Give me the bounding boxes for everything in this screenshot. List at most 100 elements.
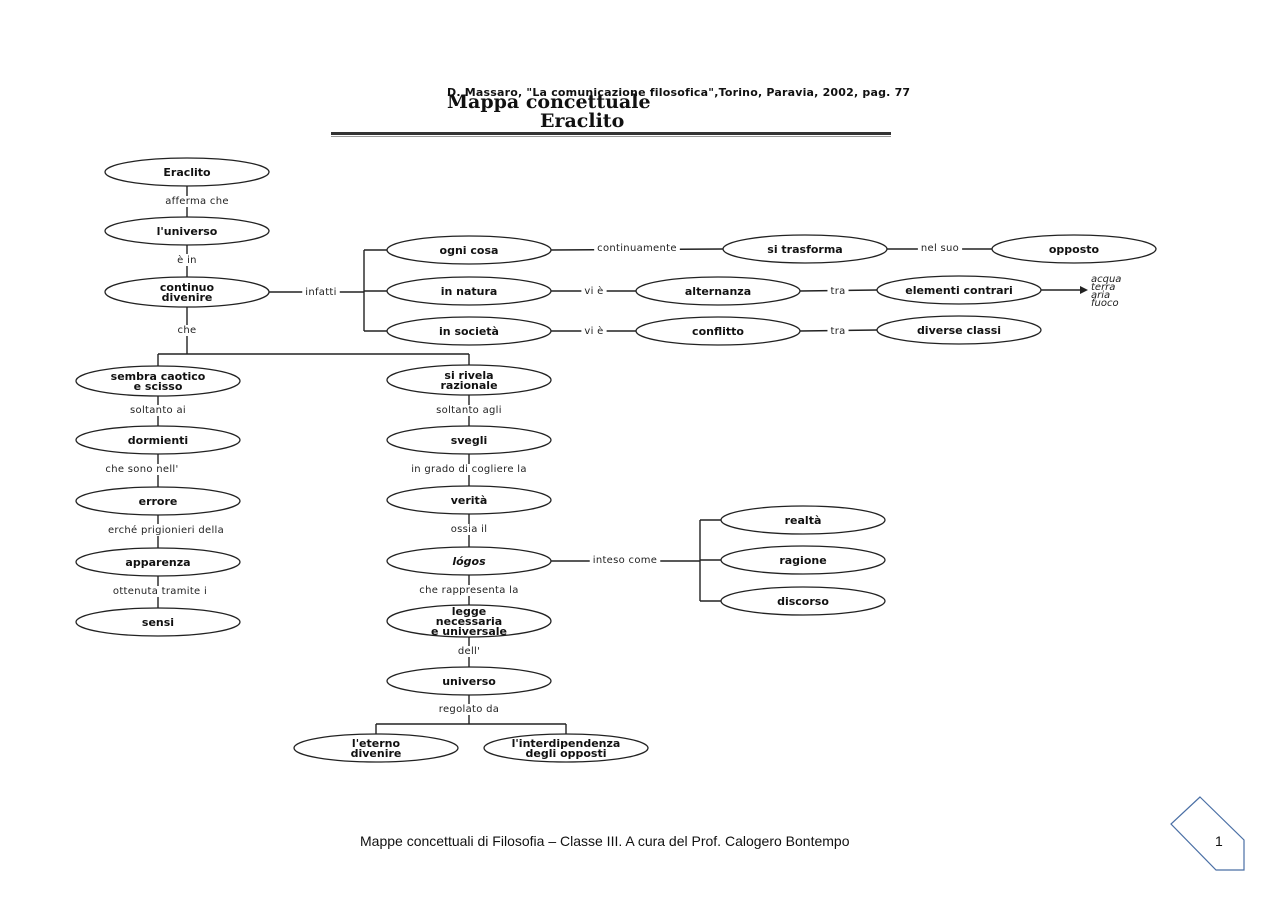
label-backing <box>594 243 680 254</box>
node-ellipse <box>991 234 1157 264</box>
node-svegli: svegli <box>386 425 552 455</box>
link-label-infatti: infatti <box>305 287 337 298</box>
title-rule-thin <box>331 136 891 137</box>
node-apparenza: apparenza <box>75 547 241 577</box>
label-backing <box>302 287 340 298</box>
link-label-nel-suo: nel suo <box>921 243 959 254</box>
node-opposto: opposto <box>991 234 1157 264</box>
node-text: discorso <box>777 595 829 608</box>
node-ellipse <box>876 275 1042 305</box>
node-diverse-classi: diverse classi <box>876 315 1042 345</box>
node-text: ogni cosa <box>440 244 499 257</box>
node-ellipse <box>75 486 241 516</box>
link-label-che-rappresenta: che rappresenta la <box>419 585 518 596</box>
link-label-ottenuta-tramite: ottenuta tramite i <box>113 586 207 597</box>
node-universo-bottom: universo <box>386 666 552 696</box>
label-backing <box>827 286 849 297</box>
node-text: verità <box>451 494 488 507</box>
node-ellipse <box>720 586 886 616</box>
node-in-natura: in natura <box>386 276 552 306</box>
label-backing <box>104 524 228 536</box>
link-label-ossia-il: ossia il <box>451 524 488 535</box>
node-text: realtà <box>785 514 822 527</box>
link-label-soltanto-agli: soltanto agli <box>436 405 502 416</box>
node-text: degli opposti <box>525 747 606 760</box>
node-verita: verità <box>386 485 552 515</box>
element-aria: aria <box>1091 290 1110 301</box>
node-text: divenire <box>351 747 402 760</box>
node-ellipse <box>635 316 801 346</box>
label-backing <box>454 646 484 657</box>
element-acqua: acqua <box>1091 274 1121 285</box>
node-ellipse <box>386 604 552 638</box>
link-label-tra-1: tra <box>830 286 845 297</box>
link-label-che-sono-nell: che sono nell' <box>105 464 178 475</box>
link-label-tra-2: tra <box>830 326 845 337</box>
label-backing <box>447 524 491 535</box>
node-ellipse <box>75 547 241 577</box>
map-subtitle: Eraclito <box>540 110 625 132</box>
node-realta: realtà <box>720 505 886 535</box>
node-text: sensi <box>142 616 174 629</box>
node-text: in natura <box>441 285 498 298</box>
label-backing <box>589 555 661 566</box>
label-backing <box>174 254 200 266</box>
node-ellipse <box>483 733 649 763</box>
node-text: divenire <box>162 291 213 304</box>
node-logos: lógos <box>386 546 552 576</box>
link-label-e-in: è in <box>177 254 197 266</box>
label-backing <box>581 285 607 297</box>
node-text: si trasforma <box>767 243 842 256</box>
label-backing <box>581 325 607 337</box>
node-text: lógos <box>452 555 486 568</box>
node-eraclito: Eraclito <box>104 157 270 187</box>
node-text: legge <box>452 605 486 618</box>
node-conflitto: conflitto <box>635 316 801 346</box>
node-ellipse <box>635 276 801 306</box>
label-backing <box>433 405 505 416</box>
node-ellipse <box>386 485 552 515</box>
node-ellipse <box>75 607 241 637</box>
node-text: apparenza <box>125 556 190 569</box>
node-ellipse <box>386 316 552 346</box>
node-elementi-contrari: elementi contrari <box>876 275 1042 305</box>
node-text: e scisso <box>134 380 183 393</box>
node-ellipse <box>720 505 886 535</box>
node-ellipse <box>722 234 888 264</box>
node-si-trasforma: si trasforma <box>722 234 888 264</box>
link-label-continuamente: continuamente <box>597 243 677 254</box>
label-backing <box>408 464 530 475</box>
node-text: conflitto <box>692 325 744 338</box>
map-title: Mappa concettuale <box>447 91 651 113</box>
link-label-vi-e-1: vi è <box>584 285 603 297</box>
link-label-soltanto-ai: soltanto ai <box>130 405 186 416</box>
node-text: l'universo <box>157 225 218 238</box>
connector-lines <box>157 186 1088 734</box>
footer-text: Mappe concettuali di Filosofia – Classe … <box>360 833 850 849</box>
element-fuoco: fuoco <box>1091 298 1119 309</box>
label-backing <box>102 464 182 475</box>
node-ellipse <box>876 315 1042 345</box>
label-backing <box>127 405 189 416</box>
node-sensi: sensi <box>75 607 241 637</box>
title-rule <box>331 132 891 135</box>
node-text: l'eterno <box>352 737 401 750</box>
node-in-societa: in società <box>386 316 552 346</box>
node-errore: errore <box>75 486 241 516</box>
page-number: 1 <box>1215 833 1223 849</box>
node-text: ragione <box>779 554 826 567</box>
node-ellipse <box>720 545 886 575</box>
node-ellipse <box>386 425 552 455</box>
node-text: l'interdipendenza <box>512 737 621 750</box>
page-number-badge <box>1170 796 1245 871</box>
link-label-afferma-che: afferma che <box>165 196 229 207</box>
node-text: Eraclito <box>163 166 211 179</box>
label-backing <box>162 196 232 207</box>
node-text: razionale <box>440 379 497 392</box>
node-universo-top: l'universo <box>104 216 270 246</box>
node-text: opposto <box>1049 243 1100 256</box>
